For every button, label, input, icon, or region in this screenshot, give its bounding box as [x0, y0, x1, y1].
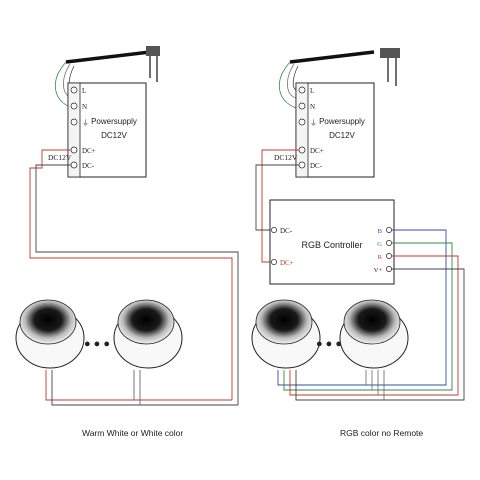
- power-supply-title: Powersupply: [319, 117, 365, 126]
- lamp-ellipsis-right: ● ● ●: [316, 338, 342, 350]
- controller-title: RGB Controller: [301, 240, 362, 250]
- terminal-l-label: L: [82, 87, 86, 95]
- right-panel: L N ⏚ DC+ DC- Powersupply DC12V DC12V DC…: [251, 48, 465, 401]
- lamp-ellipsis-left: ● ● ●: [84, 338, 110, 350]
- lamp-right-1: [251, 299, 321, 369]
- terminal-n-label: N: [310, 103, 315, 111]
- terminal-dc-minus-label: DC-: [310, 162, 323, 170]
- output-voltage-label: DC12V: [48, 153, 72, 162]
- controller-r-label: R: [378, 254, 383, 261]
- power-supply-left: L N ⏚ DC+ DC- Powersupply DC12V: [67, 82, 147, 178]
- controller-dc-plus-label: DC+: [280, 259, 294, 267]
- lamp-left-2: [113, 299, 183, 369]
- controller-g-label: G: [377, 241, 382, 248]
- rgb-output-wires: [277, 229, 465, 401]
- output-voltage-label: DC12V: [274, 153, 298, 162]
- lamp-right-2: [339, 299, 409, 369]
- power-supply-title: Powersupply: [91, 117, 137, 126]
- lamp-left-1: [15, 299, 85, 369]
- power-supply-voltage: DC12V: [329, 131, 355, 140]
- controller-b-label: B: [378, 228, 383, 235]
- caption-right: RGB color no Remote: [340, 428, 424, 438]
- terminal-dc-plus-label: DC+: [82, 147, 96, 155]
- terminal-l-label: L: [310, 87, 314, 95]
- dc-wires-left: [29, 149, 239, 406]
- terminal-dc-plus-label: DC+: [310, 147, 324, 155]
- left-panel: L N ⏚ DC+ DC- Powersupply DC12V DC12V ● …: [15, 46, 239, 406]
- controller-dc-minus-label: DC-: [280, 227, 293, 235]
- terminal-ground-label: ⏚: [310, 119, 317, 127]
- rgb-controller: DC- DC+ RGB Controller B G R V+: [269, 199, 395, 285]
- controller-vplus-label: V+: [374, 267, 383, 274]
- mains-cable-right: [278, 48, 400, 109]
- power-supply-right: L N ⏚ DC+ DC- Powersupply DC12V: [295, 82, 375, 178]
- power-supply-voltage: DC12V: [101, 131, 127, 140]
- dc-wires-right: [255, 149, 299, 263]
- terminal-ground-label: ⏚: [82, 119, 89, 127]
- caption-left: Warm White or White color: [82, 428, 184, 438]
- terminal-n-label: N: [82, 103, 87, 111]
- terminal-dc-minus-label: DC-: [82, 162, 95, 170]
